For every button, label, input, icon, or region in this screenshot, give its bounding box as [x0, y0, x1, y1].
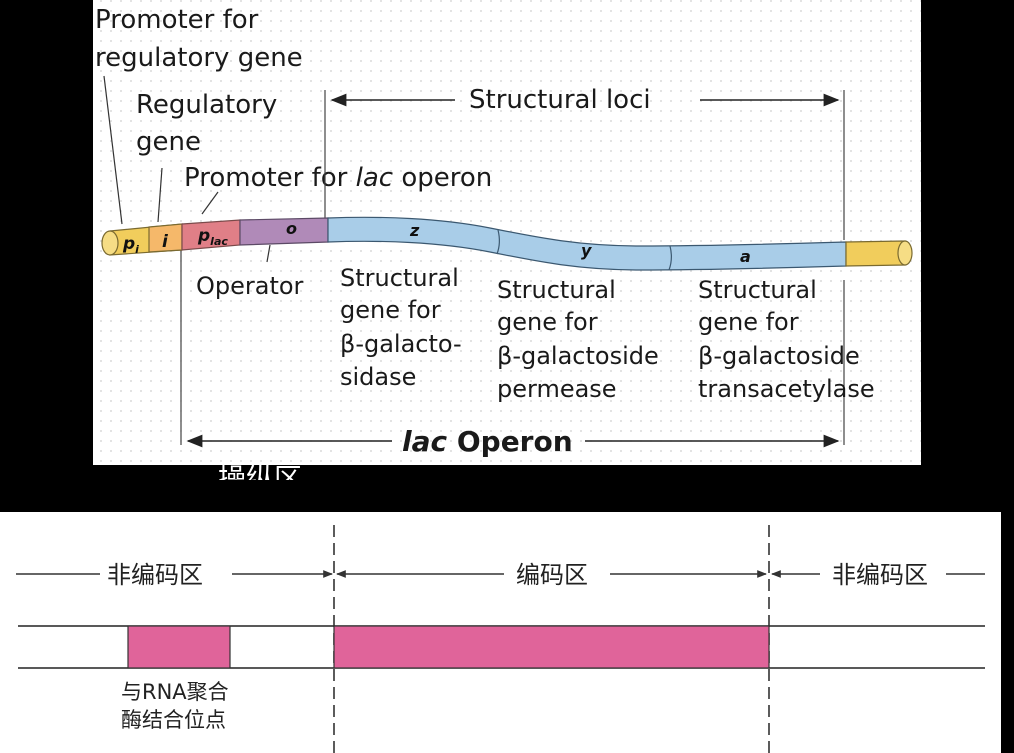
- bottom-panel: 非编码区 编码区 非编码区 与RNA聚合 酶结合位点: [0, 512, 1001, 753]
- top-panel: Promoter for regulatory gene Regulatory …: [93, 0, 921, 465]
- gene-a-line2: gene for: [698, 308, 799, 336]
- divider-z-y: [496, 229, 500, 255]
- segment-plac-label: plac: [197, 226, 228, 248]
- gene-a-line4: transacetylase: [698, 375, 875, 403]
- gene-y-line3: β-galactoside: [497, 342, 659, 370]
- gene-z-line2: gene for: [340, 296, 441, 324]
- gene-a-line1: Structural: [698, 276, 817, 304]
- promoter-regulatory-label-1: Promoter for: [95, 5, 259, 35]
- strand-right-end: [897, 240, 913, 266]
- lac-operon-label: lac Operon: [402, 425, 573, 458]
- segment-o-label: o: [286, 219, 297, 238]
- operator-label: Operator: [196, 272, 304, 300]
- leader-operator: [266, 244, 271, 263]
- noncoding-right-label: 非编码区: [832, 561, 928, 589]
- gene-z-line1: Structural: [340, 264, 459, 292]
- rna-polymerase-binding-site-box: [127, 625, 231, 669]
- gene-y-line1: Structural: [497, 276, 616, 304]
- structural-loci-label: Structural loci: [469, 85, 651, 115]
- segment-z-label: z: [409, 221, 420, 240]
- coding-region-box: [333, 625, 770, 669]
- rna-site-label-1: 与RNA聚合: [121, 680, 229, 704]
- structural-gene-a-label: Structural gene for β-galactoside transa…: [698, 276, 875, 403]
- leader-promoter-lac: [201, 191, 219, 215]
- segment-right-end: [845, 240, 906, 267]
- promoter-lac-label: Promoter for lac operon: [184, 163, 492, 193]
- segment-operator: [239, 217, 329, 246]
- regulatory-gene-label-1: Regulatory: [136, 90, 277, 120]
- segment-pi-label: pi: [122, 234, 139, 256]
- gene-y-line4: permease: [497, 375, 617, 403]
- promoter-regulatory-label-2: regulatory gene: [95, 43, 303, 73]
- coding-label: 编码区: [516, 561, 588, 589]
- structural-gene-y-label: Structural gene for β-galactoside permea…: [497, 276, 659, 403]
- segment-y-label: y: [581, 241, 592, 260]
- rna-site-label-2: 酶结合位点: [121, 708, 226, 732]
- divider-y-a: [668, 245, 672, 271]
- gene-a-line3: β-galactoside: [698, 342, 860, 370]
- gene-z-line4: sidase: [340, 363, 416, 391]
- strand-left-end: [101, 230, 119, 256]
- dna-strand: pi i plac o z y a: [101, 216, 913, 271]
- structural-gene-z-label: Structural gene for β-galacto- sidase: [340, 264, 462, 391]
- segment-i-label: i: [162, 232, 169, 252]
- leader-promoter-regulatory: [103, 75, 123, 225]
- gene-z-line3: β-galacto-: [340, 330, 462, 358]
- segment-a-label: a: [740, 247, 751, 266]
- overflow-caption: 操纵区: [218, 462, 302, 495]
- gene-y-line2: gene for: [497, 308, 598, 336]
- regulatory-gene-label-2: gene: [136, 127, 201, 157]
- noncoding-left-label: 非编码区: [107, 561, 203, 589]
- leader-regulatory-gene: [157, 167, 163, 223]
